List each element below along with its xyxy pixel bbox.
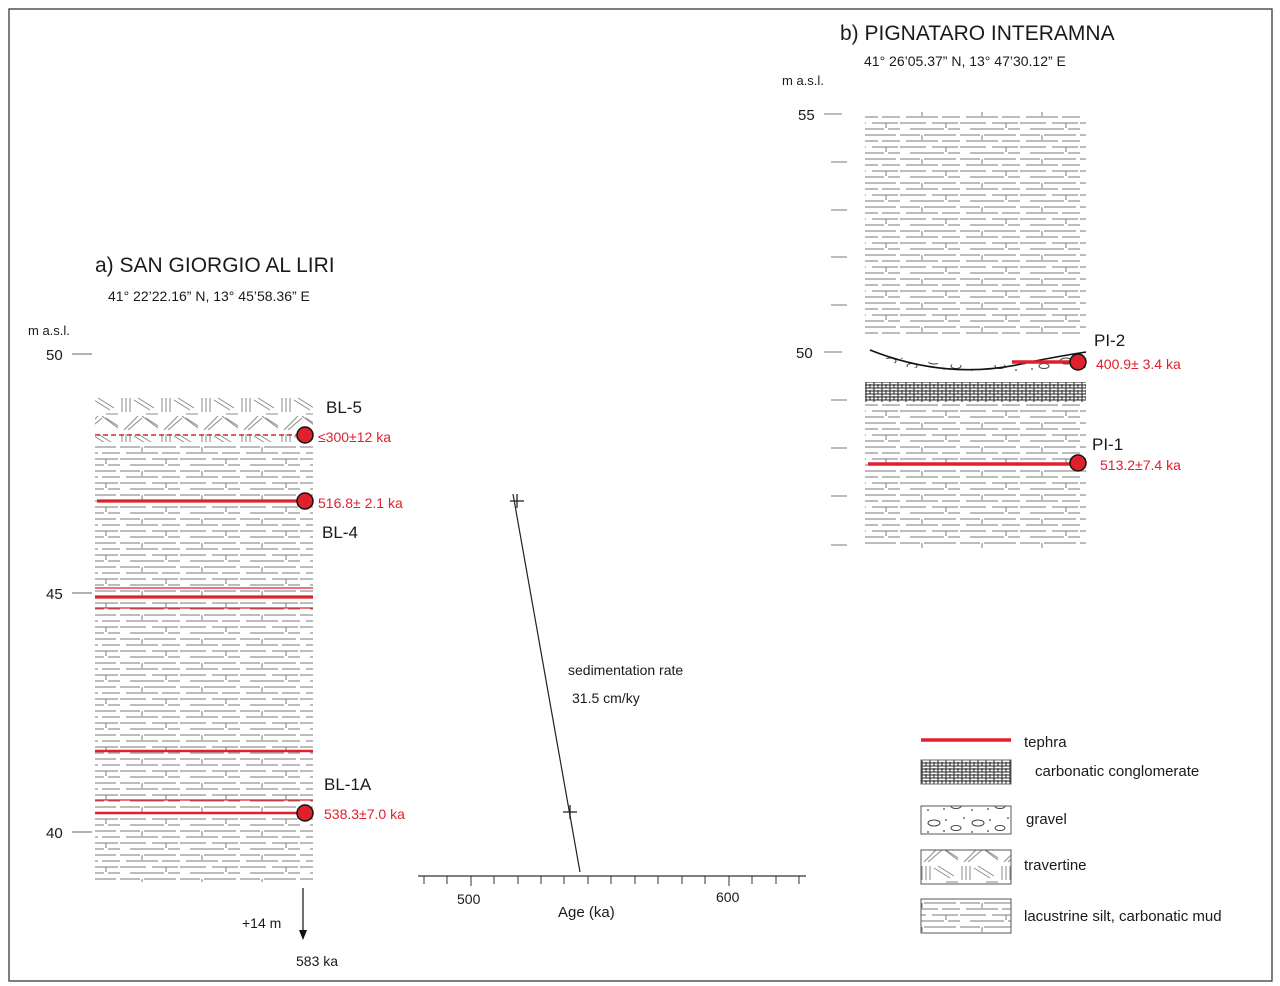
sample-dot-pi1 (1069, 454, 1087, 472)
silt-layer (95, 442, 313, 882)
sample-name-pi1: PI-1 (1092, 435, 1123, 454)
sample-name-pi2: PI-2 (1094, 331, 1125, 350)
sample-age-bl4: 516.8± 2.1 ka (318, 495, 403, 511)
panel-b-title: b) PIGNATARO INTERAMNA (840, 22, 1115, 45)
legend-silt-swatch (920, 898, 1012, 934)
legend-travertine-swatch (920, 849, 1012, 885)
tick-label-40: 40 (46, 825, 63, 842)
sample-dot-pi2 (1069, 353, 1087, 371)
legend-travertine-label: travertine (1024, 857, 1087, 874)
conglomerate-layer (865, 382, 1086, 402)
sample-dot-bl4 (296, 492, 314, 510)
figure-border (8, 8, 1273, 982)
legend-gravel-swatch (920, 805, 1012, 835)
legend-silt-label: lacustrine silt, carbonatic mud (1024, 908, 1222, 925)
base-age-label: 583 ka (296, 953, 338, 969)
panel-b: b) PIGNATARO INTERAMNA 41° 26’05.37” N, … (782, 22, 1181, 548)
panel-a-axis: 50 45 40 (46, 347, 92, 842)
panel-b-unit: m a.s.l. (782, 73, 824, 88)
panel-b-coords: 41° 26’05.37” N, 13° 47’30.12” E (864, 53, 1066, 69)
silt-layer-upper (865, 112, 1086, 338)
age-plot: 500 600 Age (ka) sedimentation rate 31.5… (418, 493, 806, 921)
legend-gravel-label: gravel (1026, 811, 1067, 828)
sample-name-bl5: BL-5 (326, 398, 362, 417)
age-point-2 (563, 805, 577, 819)
sample-age-pi2: 400.9± 3.4 ka (1096, 356, 1181, 372)
panel-a-title: a) SAN GIORGIO AL LIRI (95, 254, 335, 277)
gravel-base-line (869, 349, 1087, 371)
age-tick-600: 600 (716, 889, 740, 905)
sample-age-bl1a: 538.3±7.0 ka (324, 806, 405, 822)
tick-label-b-50: 50 (796, 345, 813, 362)
sample-name-bl4: BL-4 (322, 523, 358, 542)
legend: tephra carbonatic conglomerate gravel tr… (920, 734, 1222, 934)
age-axis-label: Age (ka) (558, 904, 615, 921)
extension-label: +14 m (242, 915, 281, 931)
sample-age-pi1: 513.2±7.4 ka (1100, 457, 1181, 473)
legend-tephra-label: tephra (1024, 734, 1067, 751)
legend-conglomerate-swatch (920, 759, 1012, 785)
age-axis-ticks (423, 876, 800, 886)
legend-conglomerate-label: carbonatic conglomerate (1035, 763, 1199, 780)
age-point-1 (510, 494, 524, 508)
tick-label-45: 45 (46, 586, 63, 603)
tick-label-55: 55 (798, 107, 815, 124)
sample-age-bl5: ≤300±12 ka (318, 429, 391, 445)
silt-layer-lower (865, 404, 1086, 548)
panel-a-coords: 41° 22’22.16” N, 13° 45’58.36” E (108, 288, 310, 304)
sample-dot-bl5 (296, 426, 314, 444)
panel-a: a) SAN GIORGIO AL LIRI 41° 22’22.16” N, … (28, 254, 405, 969)
sedimentation-rate-line (512, 493, 581, 873)
rate-label: sedimentation rate (568, 662, 683, 678)
panel-b-axis (824, 113, 847, 546)
gravel-layer (870, 350, 1086, 373)
age-tick-500: 500 (457, 891, 481, 907)
sample-dot-bl1a (296, 804, 314, 822)
tick-label-50: 50 (46, 347, 63, 364)
arrow-down-icon (299, 930, 307, 940)
sample-name-bl1a: BL-1A (324, 775, 372, 794)
rate-value: 31.5 cm/ky (572, 690, 640, 706)
panel-a-unit: m a.s.l. (28, 323, 70, 338)
